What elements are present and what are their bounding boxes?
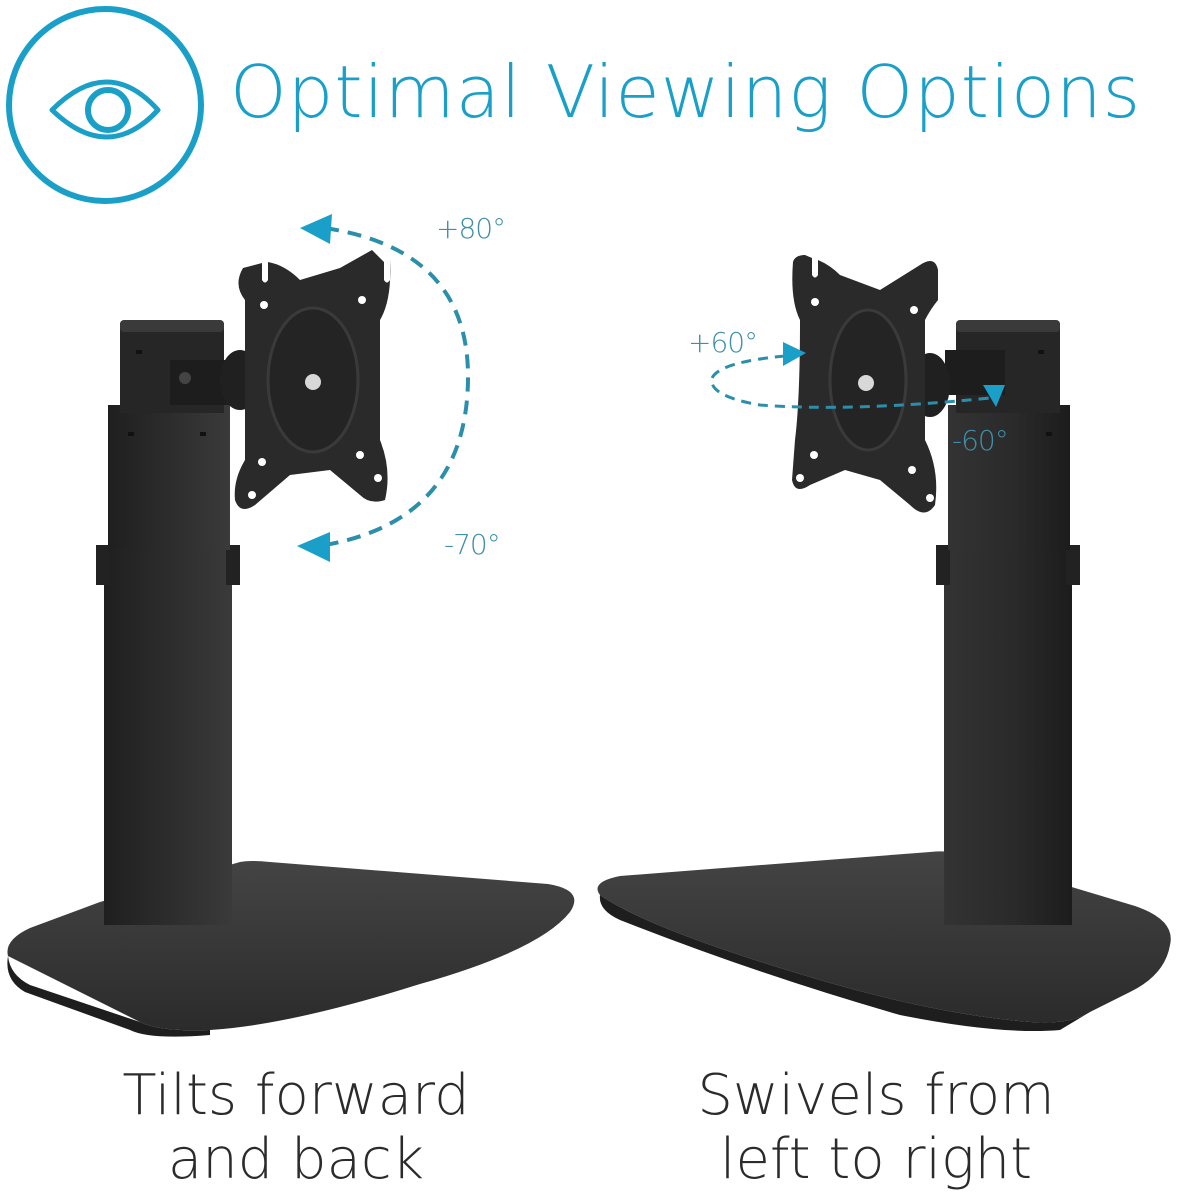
tilt-caption: Tilts forward and back (100, 1064, 492, 1192)
left-stand (7, 250, 575, 1037)
swivel-caption-line-2: left to right (719, 1127, 1033, 1192)
page-title: Optimal Viewing Options (230, 50, 1142, 134)
tilt-arc-arrow (297, 214, 471, 562)
tilt-caption-line-2: and back (167, 1127, 425, 1192)
swivel-caption-line-1: Swivels from (697, 1063, 1055, 1128)
swivel-right-angle-label: -60° (952, 424, 1009, 457)
swivel-arc-arrow (710, 342, 1005, 409)
right-stand (597, 255, 1171, 1031)
tilt-down-angle-label: -70° (444, 528, 501, 561)
eye-badge (6, 6, 204, 204)
swivel-left-angle-label: +60° (688, 326, 758, 359)
eye-icon (49, 79, 161, 140)
swivel-caption: Swivels from left to right (676, 1064, 1076, 1192)
tilt-up-angle-label: +80° (436, 212, 506, 245)
tilt-caption-line-1: Tilts forward (122, 1063, 470, 1128)
